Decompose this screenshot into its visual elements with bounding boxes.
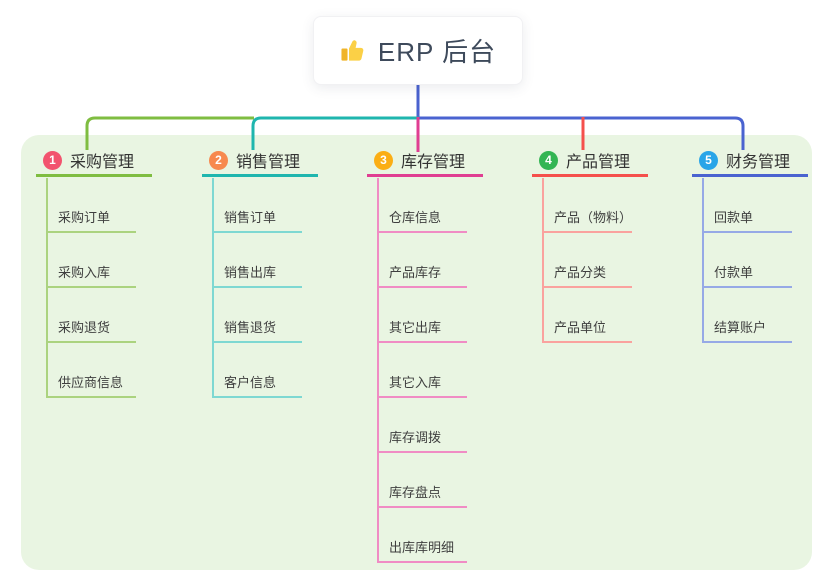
branch-number-badge: 3	[374, 150, 393, 170]
branch-spine-line	[46, 178, 48, 398]
branch-node-5[interactable]: 5 财务管理	[692, 146, 808, 177]
child-node-label: 客户信息	[224, 375, 277, 390]
branch-label: 库存管理	[401, 154, 466, 171]
child-node[interactable]: 其它出库	[377, 313, 467, 343]
branch-label: 销售管理	[236, 154, 301, 171]
child-node-label: 结算账户	[714, 320, 767, 335]
child-node[interactable]: 产品单位	[542, 313, 632, 343]
child-node[interactable]: 采购订单	[46, 203, 136, 233]
child-node-label: 库存盘点	[389, 485, 442, 500]
child-node-label: 其它入库	[389, 375, 442, 390]
child-node-label: 销售订单	[224, 210, 277, 225]
child-node-label: 产品分类	[554, 265, 607, 280]
branch-spine-line	[542, 178, 544, 343]
child-node[interactable]: 销售出库	[212, 258, 302, 288]
child-node-label: 其它出库	[389, 320, 442, 335]
child-node[interactable]: 结算账户	[702, 313, 792, 343]
child-node[interactable]: 产品分类	[542, 258, 632, 288]
branch-number-badge: 5	[699, 150, 718, 170]
child-node-label: 库存调拨	[389, 430, 442, 445]
child-node[interactable]: 库存盘点	[377, 478, 467, 508]
child-node[interactable]: 供应商信息	[46, 368, 136, 398]
background-panel	[21, 135, 812, 570]
child-node-label: 仓库信息	[389, 210, 442, 225]
child-node[interactable]: 仓库信息	[377, 203, 467, 233]
branch-spine-line	[212, 178, 214, 398]
child-node-label: 采购订单	[58, 210, 111, 225]
branch-label: 产品管理	[566, 154, 631, 171]
child-node[interactable]: 库存调拨	[377, 423, 467, 453]
child-node-label: 回款单	[714, 210, 754, 225]
child-node[interactable]: 销售订单	[212, 203, 302, 233]
root-node[interactable]: ERP 后台	[313, 16, 523, 85]
child-node[interactable]: 客户信息	[212, 368, 302, 398]
child-node-label: 付款单	[714, 265, 754, 280]
branch-number-badge: 1	[43, 150, 62, 170]
child-node[interactable]: 其它入库	[377, 368, 467, 398]
branch-spine-line	[702, 178, 704, 343]
branch-number-badge: 2	[209, 150, 228, 170]
branch-number-badge: 4	[539, 150, 558, 170]
child-node[interactable]: 产品（物料）	[542, 203, 632, 233]
child-node-label: 采购退货	[58, 320, 111, 335]
child-node-label: 供应商信息	[58, 375, 124, 390]
child-node-label: 销售出库	[224, 265, 277, 280]
child-node-label: 产品单位	[554, 320, 607, 335]
branch-node-2[interactable]: 2 销售管理	[202, 146, 318, 177]
child-node[interactable]: 出库库明细	[377, 533, 467, 563]
branch-label: 采购管理	[70, 154, 135, 171]
child-node[interactable]: 采购入库	[46, 258, 136, 288]
child-node-label: 出库库明细	[389, 540, 455, 555]
child-node[interactable]: 销售退货	[212, 313, 302, 343]
child-node[interactable]: 回款单	[702, 203, 792, 233]
child-node-label: 产品库存	[389, 265, 442, 280]
child-node-label: 产品（物料）	[554, 210, 633, 225]
branch-node-3[interactable]: 3 库存管理	[367, 146, 483, 177]
child-node-label: 销售退货	[224, 320, 277, 335]
child-node[interactable]: 付款单	[702, 258, 792, 288]
child-node[interactable]: 采购退货	[46, 313, 136, 343]
thumbs-up-icon	[341, 40, 364, 61]
branch-node-4[interactable]: 4 产品管理	[532, 146, 648, 177]
branch-node-1[interactable]: 1 采购管理	[36, 146, 152, 177]
branch-label: 财务管理	[726, 154, 791, 171]
root-label: ERP 后台	[377, 37, 497, 67]
branch-spine-line	[377, 178, 379, 563]
child-node[interactable]: 产品库存	[377, 258, 467, 288]
child-node-label: 采购入库	[58, 265, 111, 280]
